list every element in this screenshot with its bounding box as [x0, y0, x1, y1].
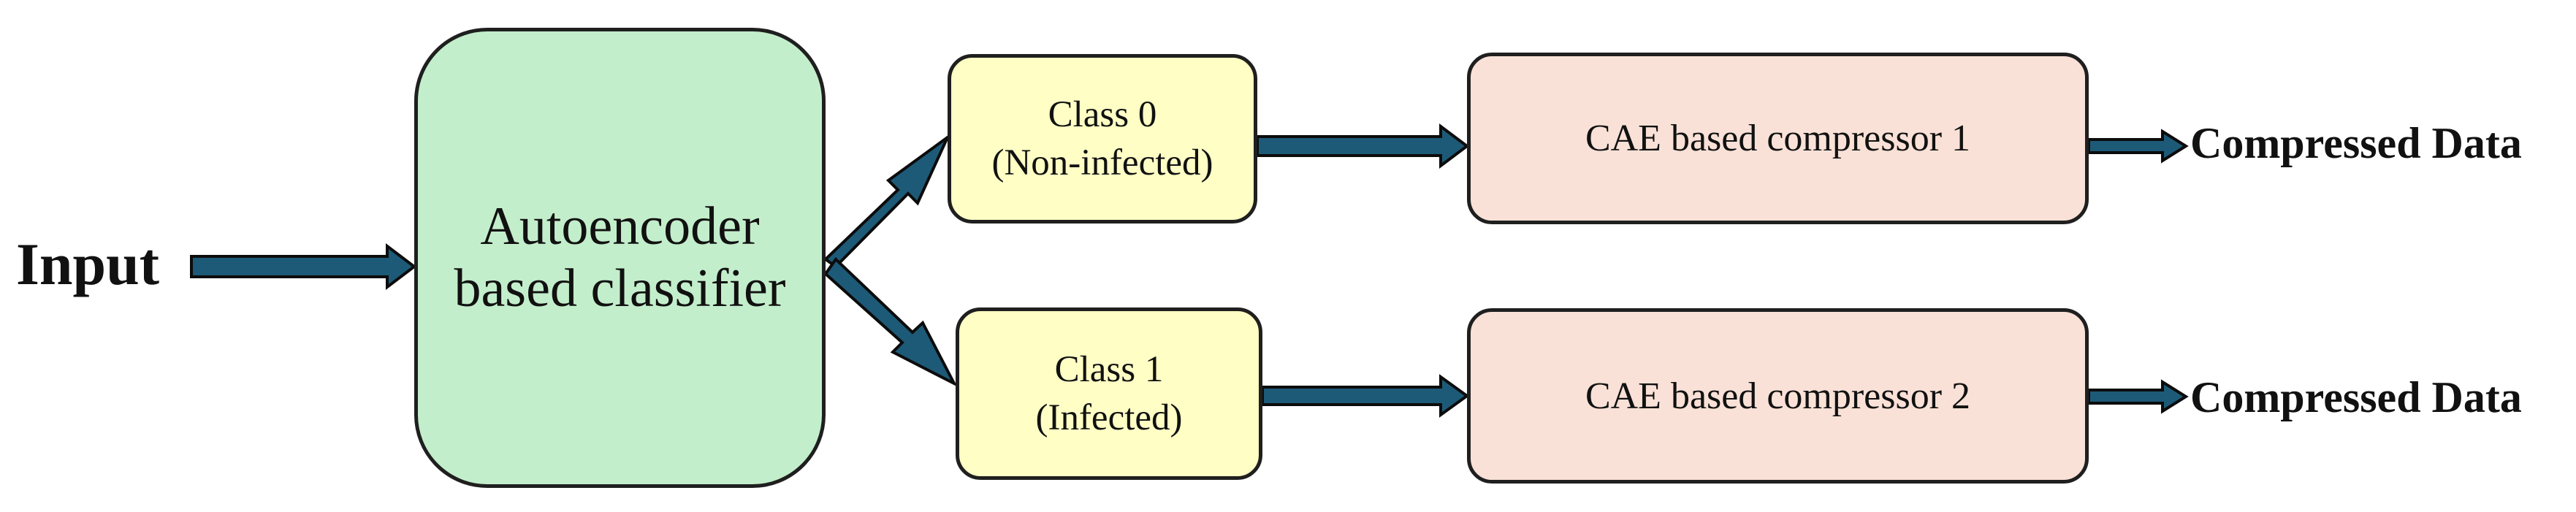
class1-subtitle: (Infected) [1035, 397, 1183, 438]
class0-box: Class 0 (Non-infected) [948, 54, 1257, 223]
class1-box: Class 1 (Infected) [956, 307, 1262, 480]
arrow-class0-to-compressor1 [1256, 123, 1470, 169]
autoencoder-classifier-box: Autoencoder based classifier [414, 28, 826, 488]
arrow-compressor2-to-output [2087, 379, 2189, 414]
output2-label: Compressed Data [2190, 373, 2522, 421]
input-label: Input [16, 231, 160, 297]
compressor2-label: CAE based compressor 2 [1585, 375, 1971, 417]
arrow-input-to-classifier [190, 242, 417, 291]
arrow-classifier-to-class0 [823, 132, 951, 269]
class1-title: Class 1 [1054, 348, 1164, 390]
compressor2-box: CAE based compressor 2 [1467, 308, 2089, 484]
arrow-classifier-to-class1 [823, 256, 958, 387]
class0-subtitle: (Non-infected) [991, 142, 1213, 183]
arrow-compressor1-to-output [2087, 129, 2189, 164]
classifier-line2: based classifier [454, 259, 786, 318]
output1-label: Compressed Data [2190, 119, 2522, 167]
compressor1-label: CAE based compressor 1 [1585, 118, 1971, 159]
compressor1-box: CAE based compressor 1 [1467, 53, 2089, 224]
arrow-class1-to-compressor2 [1261, 374, 1470, 418]
class0-title: Class 0 [1048, 93, 1157, 135]
classifier-line1: Autoencoder [480, 196, 760, 256]
